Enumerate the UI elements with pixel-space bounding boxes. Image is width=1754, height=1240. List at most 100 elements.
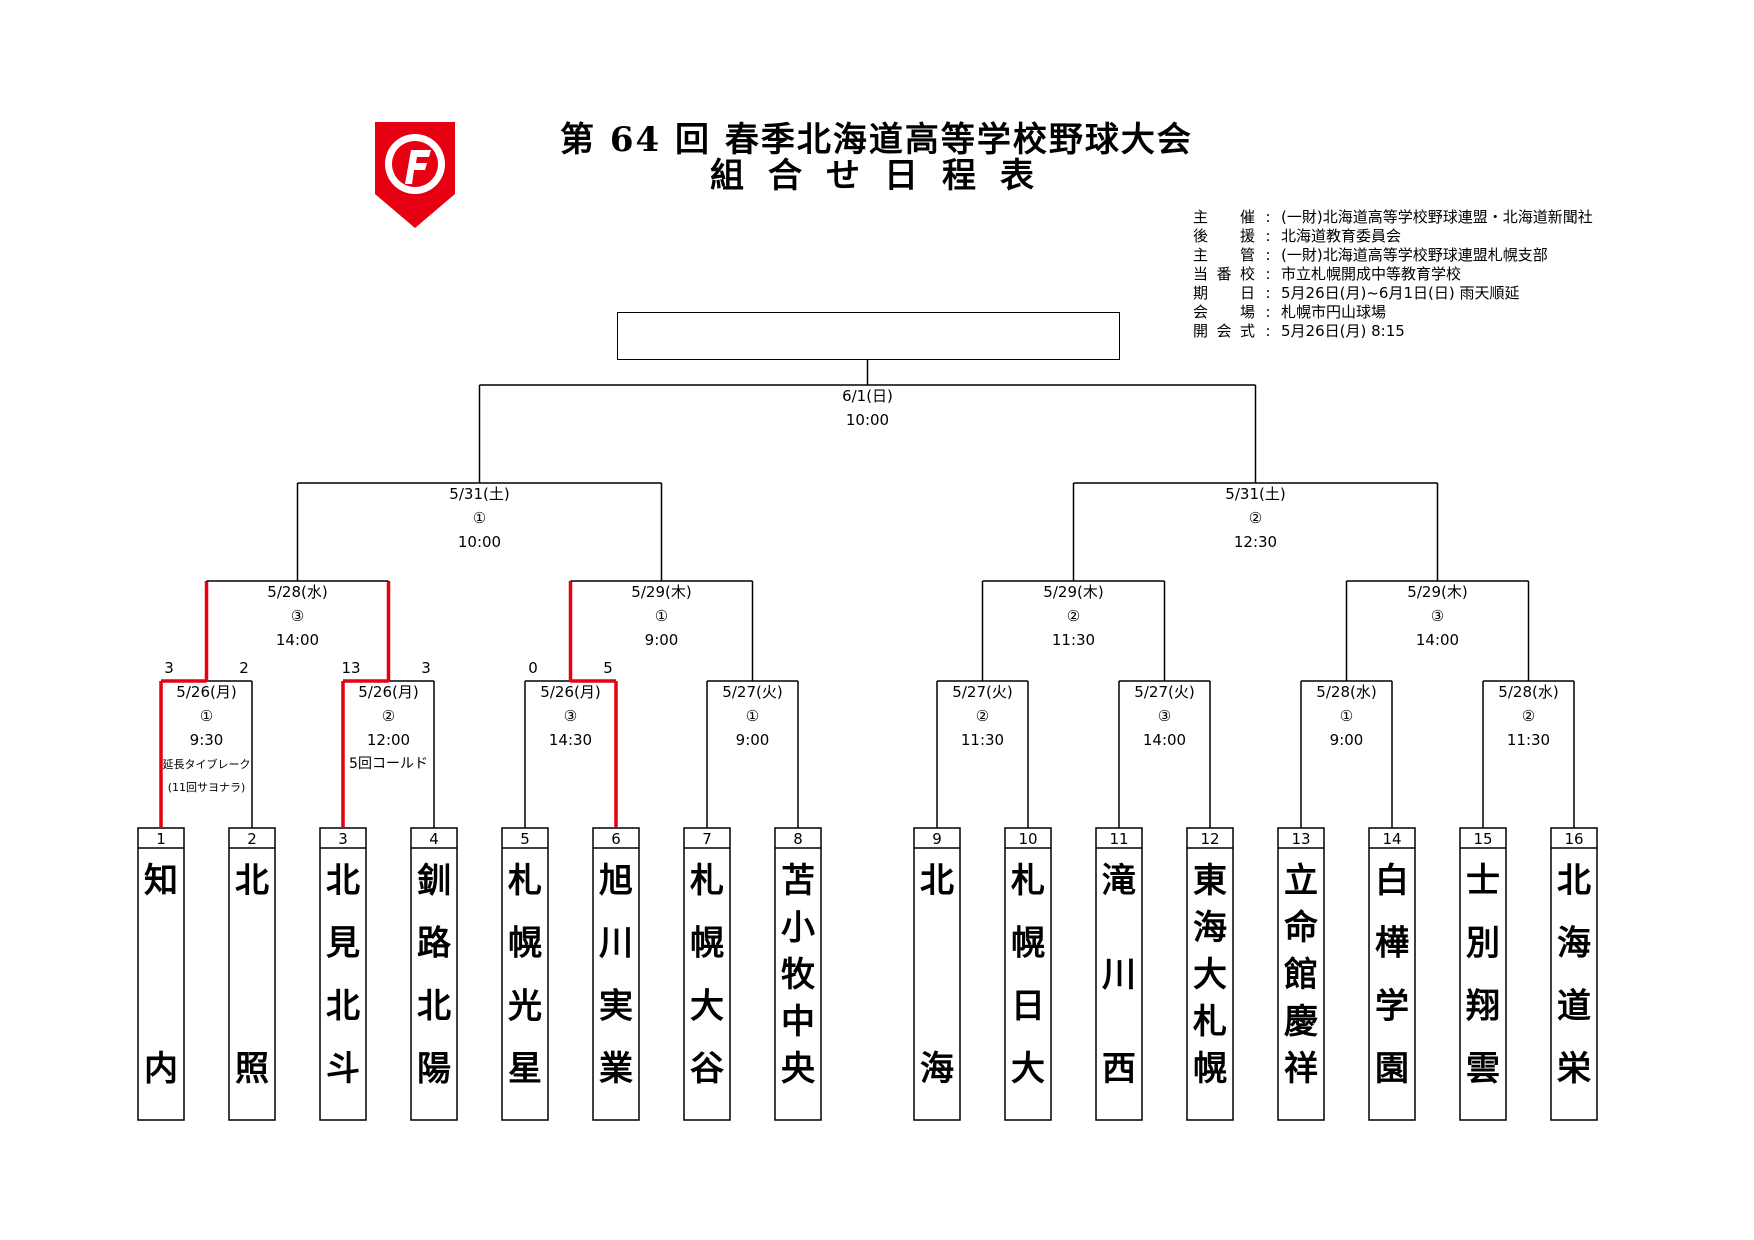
team-name-char: 幌 bbox=[508, 924, 542, 964]
match-time: 14:30 bbox=[549, 731, 592, 749]
champion-box bbox=[617, 312, 1120, 360]
team-name-char: 見 bbox=[326, 924, 360, 964]
match-note: 延長タイブレーク bbox=[163, 757, 251, 771]
team-name-char: 札 bbox=[690, 861, 724, 901]
team-name-char: 北 bbox=[1557, 861, 1591, 901]
team-number: 8 bbox=[793, 830, 803, 848]
match-time: 12:30 bbox=[1234, 533, 1277, 551]
match-time: 9:00 bbox=[736, 731, 770, 749]
match-note: (11回サヨナラ) bbox=[168, 781, 246, 794]
team-name-char: 知 bbox=[144, 861, 178, 901]
team-name-char: 幌 bbox=[1011, 924, 1045, 964]
team-name-char: 川 bbox=[1102, 955, 1136, 995]
fighters-f-shield-icon bbox=[375, 122, 455, 228]
match-date: 5/28(水) bbox=[1316, 683, 1376, 701]
team-name-char: 大 bbox=[1011, 1049, 1045, 1089]
team-number: 11 bbox=[1109, 830, 1128, 848]
team-number: 9 bbox=[932, 830, 942, 848]
team-name-char: 立 bbox=[1284, 861, 1318, 901]
team-name-char: 北 bbox=[326, 986, 360, 1026]
match-date: 5/29(木) bbox=[1043, 583, 1103, 601]
team-name-char: 道 bbox=[1557, 986, 1591, 1026]
match-date: 5/27(火) bbox=[722, 683, 782, 701]
team-name-char: 園 bbox=[1375, 1049, 1409, 1089]
team-number: 4 bbox=[429, 830, 439, 848]
team-name-char: 斗 bbox=[326, 1049, 360, 1089]
team-name-char: 光 bbox=[508, 986, 542, 1026]
match-date: 5/28(水) bbox=[1498, 683, 1558, 701]
score: 2 bbox=[239, 659, 249, 677]
tournament-info: 主催:(一財)北海道高等学校野球連盟・北海道新聞社後援:北海道教育委員会主管:(… bbox=[1193, 208, 1593, 341]
team-name-char: 幌 bbox=[1193, 1049, 1227, 1089]
team-name-char: 旭 bbox=[599, 861, 633, 901]
match-game-number: ① bbox=[1340, 707, 1353, 725]
match-game-number: ③ bbox=[1431, 607, 1444, 625]
team-name-char: 央 bbox=[781, 1049, 816, 1089]
team-name-char: 中 bbox=[781, 1002, 815, 1042]
info-value: 札幌市円山球場 bbox=[1281, 303, 1387, 321]
match-time: 14:00 bbox=[1416, 631, 1459, 649]
info-value: (一財)北海道高等学校野球連盟・北海道新聞社 bbox=[1281, 208, 1593, 226]
team-name-char: 陽 bbox=[417, 1049, 451, 1089]
team-name-char: 海 bbox=[1193, 908, 1227, 948]
team-name-char: 命 bbox=[1284, 908, 1318, 948]
page-title: 第 64 回 春季北海道高等学校野球大会 bbox=[560, 120, 1193, 160]
info-row: 開会式: 5月26日(月) 8:15 bbox=[1193, 322, 1593, 341]
team-name-char: 幌 bbox=[690, 924, 724, 964]
team-name-char: 業 bbox=[599, 1049, 633, 1089]
team-number: 7 bbox=[702, 830, 712, 848]
team-name-char: 雲 bbox=[1466, 1049, 1500, 1089]
team-name-char: 別 bbox=[1466, 924, 1500, 964]
team-name-char: 士 bbox=[1466, 861, 1500, 901]
team-name-char: 館 bbox=[1284, 955, 1318, 995]
info-separator: : bbox=[1265, 284, 1271, 302]
team-name-char: 星 bbox=[508, 1049, 542, 1089]
team-name-char: 日 bbox=[1011, 986, 1045, 1026]
team-name-char: 川 bbox=[599, 924, 633, 964]
info-label: 当番校 bbox=[1193, 265, 1255, 283]
team-name-char: 滝 bbox=[1102, 861, 1136, 901]
team-name-char: 祥 bbox=[1284, 1049, 1318, 1089]
match-game-number: ① bbox=[473, 509, 486, 527]
team-name-char: 牧 bbox=[781, 955, 816, 995]
match-time: 9:00 bbox=[645, 631, 679, 649]
score: 3 bbox=[421, 659, 431, 677]
team-number: 15 bbox=[1473, 830, 1492, 848]
info-label: 主管 bbox=[1193, 246, 1255, 264]
team-number: 1 bbox=[156, 830, 166, 848]
team-name-char: 北 bbox=[235, 861, 269, 901]
match-game-number: ② bbox=[1249, 509, 1262, 527]
match-note: 5回コールド bbox=[349, 756, 428, 772]
team-name-char: 札 bbox=[1011, 861, 1045, 901]
team-name-char: 釧 bbox=[417, 861, 451, 901]
team-name-char: 樺 bbox=[1375, 924, 1409, 964]
final-time: 10:00 bbox=[846, 411, 889, 429]
match-date: 5/26(月) bbox=[358, 683, 418, 701]
team-name-char: 北 bbox=[326, 861, 360, 901]
team-name-char: 海 bbox=[920, 1049, 954, 1089]
info-separator: : bbox=[1265, 265, 1271, 283]
info-row: 後援:北海道教育委員会 bbox=[1193, 227, 1593, 246]
match-time: 10:00 bbox=[458, 533, 501, 551]
match-game-number: ③ bbox=[1158, 707, 1171, 725]
info-value: 北海道教育委員会 bbox=[1281, 227, 1402, 245]
match-time: 14:00 bbox=[276, 631, 319, 649]
match-date: 5/31(土) bbox=[1225, 485, 1285, 503]
match-game-number: ① bbox=[746, 707, 759, 725]
team-name-char: 海 bbox=[1557, 924, 1591, 964]
match-date: 5/29(木) bbox=[1407, 583, 1467, 601]
final-date: 6/1(日) bbox=[842, 387, 893, 405]
team-number: 13 bbox=[1291, 830, 1310, 848]
match-time: 11:30 bbox=[1052, 631, 1095, 649]
team-name-char: 西 bbox=[1102, 1049, 1136, 1089]
info-separator: : bbox=[1265, 246, 1271, 264]
info-label: 開会式 bbox=[1193, 322, 1255, 340]
team-name-char: 東 bbox=[1193, 861, 1227, 901]
team-name-char: 栄 bbox=[1557, 1049, 1591, 1089]
match-time: 11:30 bbox=[1507, 731, 1550, 749]
team-name-char: 北 bbox=[417, 986, 451, 1026]
team-name-char: 小 bbox=[781, 908, 815, 948]
team-name-char: 北 bbox=[920, 861, 954, 901]
match-date: 5/26(月) bbox=[540, 683, 600, 701]
